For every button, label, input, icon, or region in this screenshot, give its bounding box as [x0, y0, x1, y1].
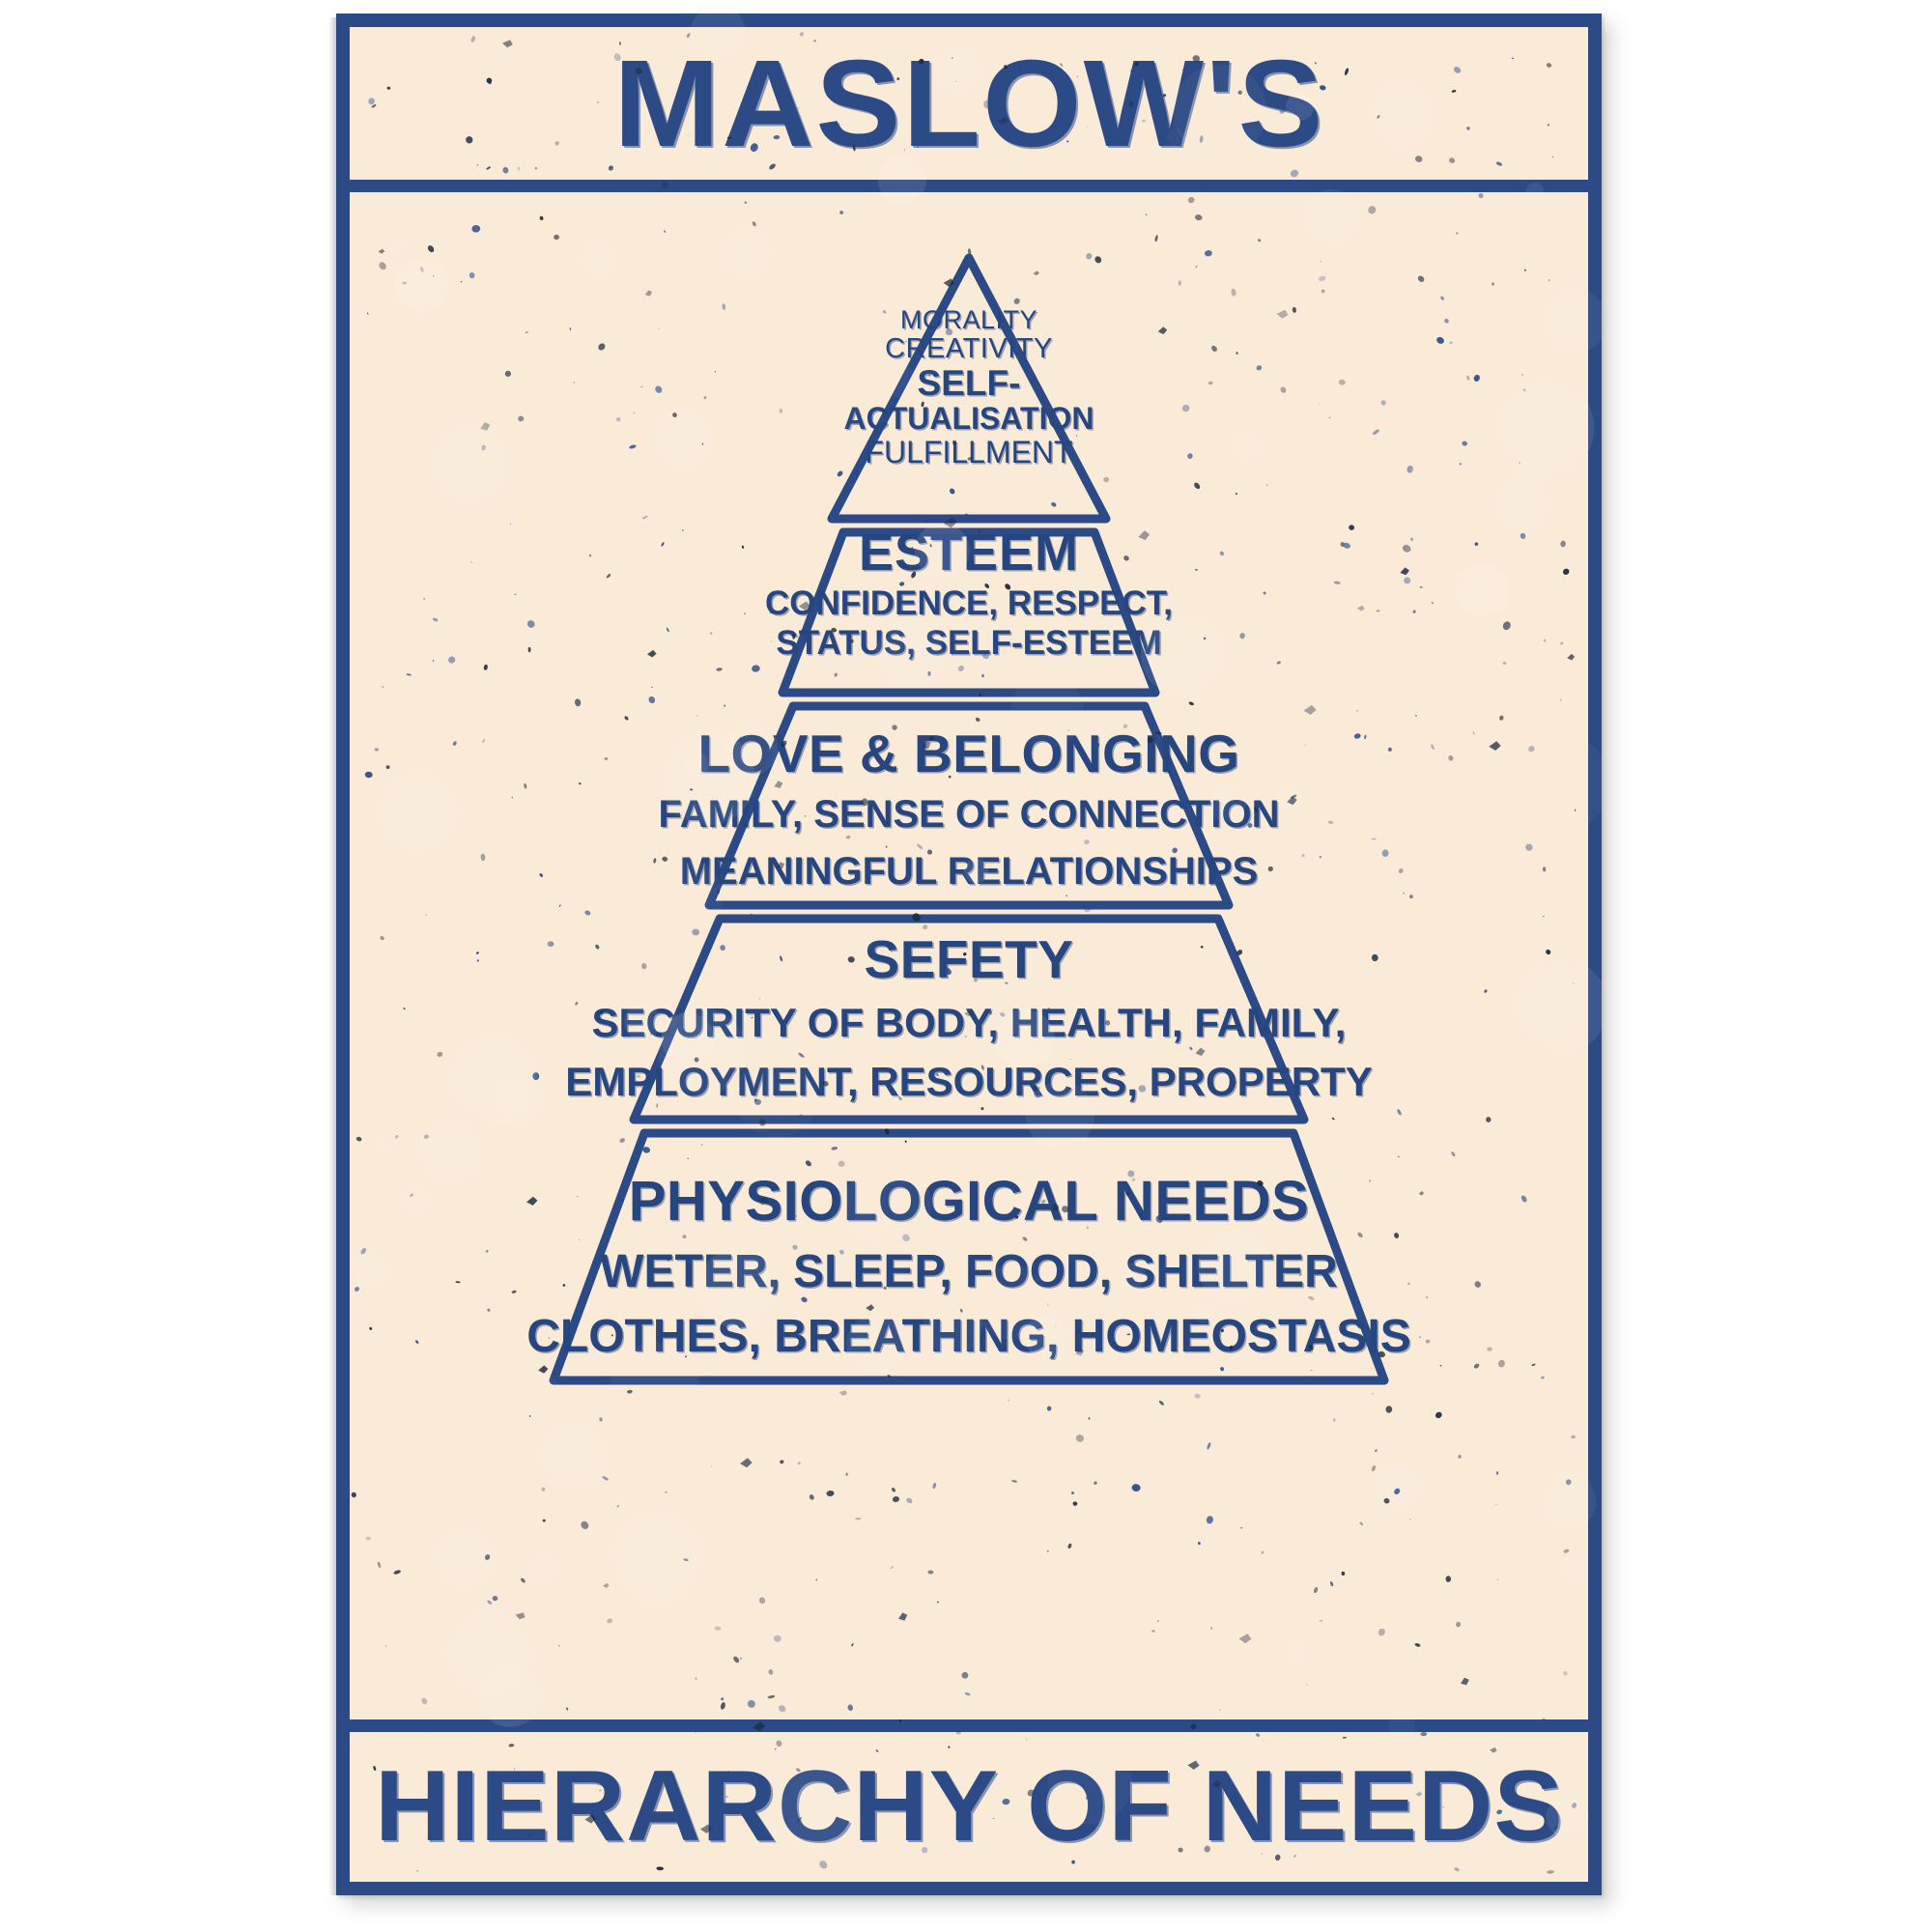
poster-footer-banner: HIERARCHY OF NEEDS	[350, 1732, 1588, 1882]
tier-3-sub-2: MEANINGFUL RELATIONSHIPS	[679, 849, 1259, 893]
tier-5-sub-2: CLOTHES, BREATHING, HOMEOSTASIS	[526, 1311, 1411, 1363]
footer-divider-rule	[350, 1719, 1588, 1732]
tier-2-sub-2: STATUS, SELF-ESTEEM	[776, 624, 1162, 663]
tier-1-line-creativity: CREATIVITY	[885, 332, 1053, 364]
tier-1-line-actualisation: ACTUALISATION	[843, 401, 1094, 437]
maslow-poster-plate: MASLOW'S MORALITY CREATIVITY SELF-	[328, 14, 1602, 1895]
tier-3-title: LOVE & BELONGING	[697, 724, 1240, 783]
pyramid-tier-4-label: SEFETY SECURITY OF BODY, HEALTH, FAMILY,…	[350, 931, 1588, 1104]
pyramid-tier-5-shape[interactable]	[549, 1128, 1389, 1385]
pyramid-tier-1-shape[interactable]	[827, 253, 1111, 524]
tier-2-sub-1: CONFIDENCE, RESPECT,	[765, 583, 1173, 622]
tier-3-sub-1: FAMILY, SENSE OF CONNECTION	[658, 792, 1280, 836]
poster-left-bevel	[328, 17, 336, 1895]
tier-4-sub-1: SECURITY OF BODY, HEALTH, FAMILY,	[591, 999, 1347, 1045]
tier-1-line-fulfillment: FULFILLMENT	[865, 434, 1073, 469]
pyramid-tier-5-label: PHYSIOLOGICAL NEEDS WETER, SLEEP, FOOD, …	[350, 1170, 1588, 1363]
hierarchy-pyramid: MORALITY CREATIVITY SELF- ACTUALISATION …	[350, 192, 1588, 1719]
pyramid-tier-2-shape[interactable]	[778, 527, 1160, 697]
pyramid-outline-svg	[549, 253, 1389, 1385]
header-divider-rule	[350, 180, 1588, 192]
pyramid-tier-3-shape[interactable]	[704, 701, 1234, 910]
tier-1-line-self: SELF-	[917, 362, 1021, 403]
pyramid-tier-2-label: ESTEEM CONFIDENCE, RESPECT, STATUS, SELF…	[350, 524, 1588, 663]
tier-1-line-morality: MORALITY	[899, 305, 1038, 334]
tier-4-title: SEFETY	[864, 929, 1074, 989]
pyramid-tier-1-label: MORALITY CREATIVITY SELF- ACTUALISATION …	[350, 306, 1588, 469]
pyramid-tier-3-label: LOVE & BELONGING FAMILY, SENSE OF CONNEC…	[350, 725, 1588, 892]
tier-5-title: PHYSIOLOGICAL NEEDS	[628, 1170, 1310, 1233]
poster-header-banner: MASLOW'S	[350, 27, 1588, 180]
tier-5-sub-1: WETER, SLEEP, FOOD, SHELTER	[600, 1246, 1338, 1298]
tier-4-sub-2: EMPLOYMENT, RESOURCES, PROPERTY	[565, 1058, 1373, 1104]
tier-2-title: ESTEEM	[858, 524, 1080, 582]
page-title: MASLOW'S	[612, 34, 1325, 173]
pyramid-tier-4-shape[interactable]	[629, 914, 1309, 1124]
page-subtitle: HIERARCHY OF NEEDS	[374, 1750, 1564, 1862]
